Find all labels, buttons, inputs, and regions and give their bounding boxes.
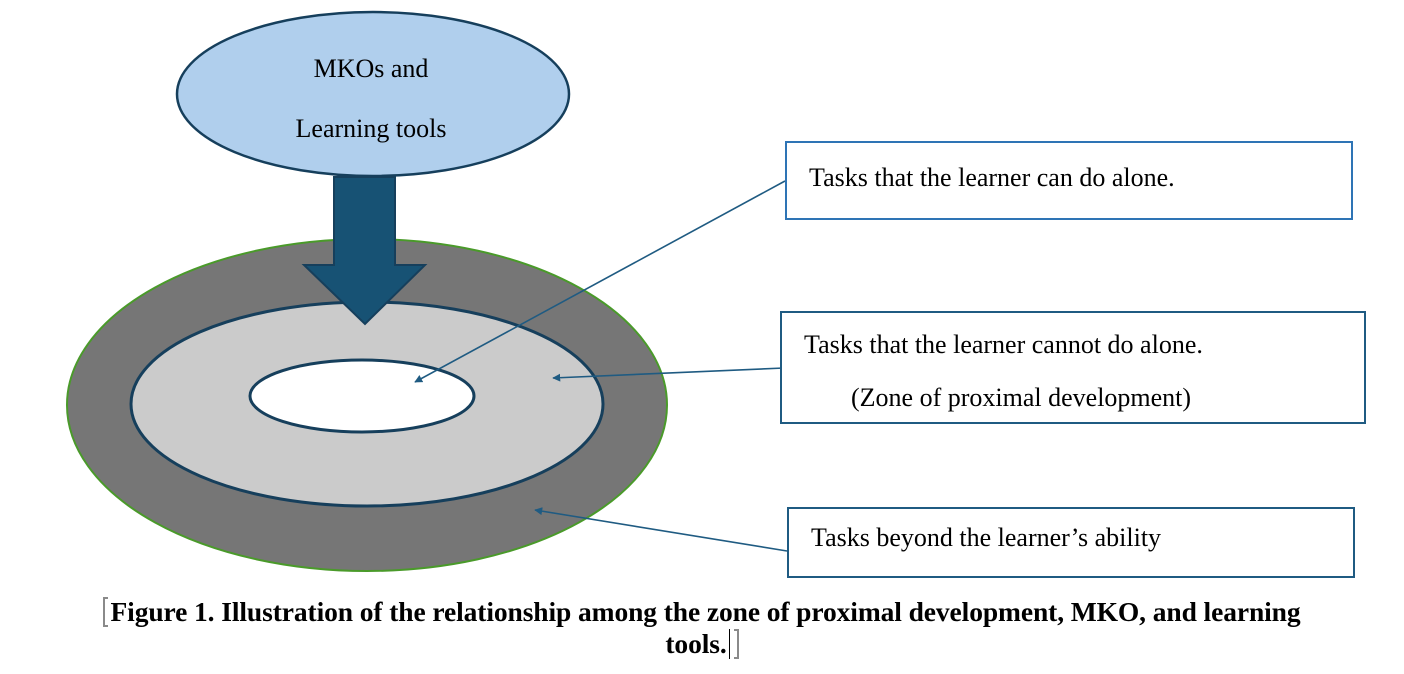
big-down-arrow-icon [301, 176, 428, 326]
connector-middle-zone [552, 367, 785, 382]
middle-zone-label: Tasks that the learner cannot do alone. [804, 330, 1203, 359]
mko-tools-ellipse [175, 10, 571, 178]
caption-text-2: tools. [665, 628, 727, 659]
caption-line-1: Figure 1. Illustration of the relationsh… [0, 596, 1404, 628]
caption-line-2: tools. [0, 628, 1404, 660]
inner-zone-label: Tasks that the learner can do alone. [809, 163, 1175, 192]
caption-bracket-left-icon [103, 597, 109, 627]
mko-tools-line2: Learning tools [296, 114, 447, 143]
mko-tools-line1: MKOs and [314, 54, 429, 83]
caption-bracket-right-icon [733, 629, 739, 659]
caption-text-1: Figure 1. Illustration of the relationsh… [110, 596, 1301, 627]
connector-outer-zone [534, 507, 788, 552]
figure-caption: Figure 1. Illustration of the relationsh… [0, 596, 1404, 660]
outer-zone-label: Tasks beyond the learner’s ability [811, 523, 1162, 552]
text-cursor-icon [728, 629, 730, 659]
outer-zone-label-box: Tasks beyond the learner’s ability [787, 507, 1355, 578]
middle-zone-label-box: Tasks that the learner cannot do alone. … [780, 311, 1366, 424]
connector-inner-zone [414, 180, 786, 383]
middle-zone-sublabel: (Zone of proximal development) [851, 383, 1192, 412]
inner-zone-ellipse [248, 358, 476, 434]
inner-zone-label-box: Tasks that the learner can do alone. [785, 141, 1353, 220]
